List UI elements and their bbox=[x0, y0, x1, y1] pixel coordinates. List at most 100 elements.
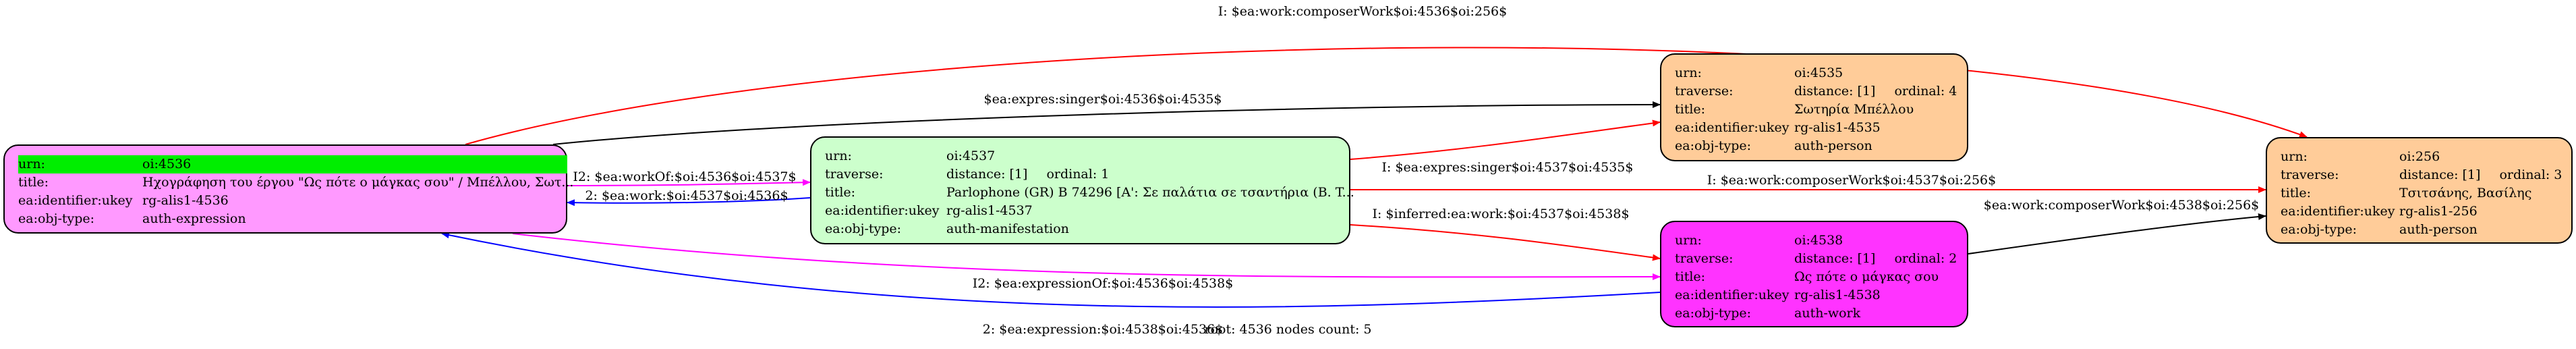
edge-label: I: $inferred:ea:work:$oi:4537$oi:4538$ bbox=[1372, 207, 1629, 221]
field-key: ea:identifier:ukey bbox=[2281, 204, 2395, 219]
edge-inferred-work-4537-4538 bbox=[1350, 224, 1661, 261]
field-value-group: distance: [1]ordinal: 3 bbox=[2399, 166, 2562, 184]
field-value: Parlophone (GR) B 74296 [A': Σε παλάτια … bbox=[946, 185, 1354, 200]
field-value: auth-manifestation bbox=[946, 221, 1069, 236]
traverse-ordinal: ordinal: 3 bbox=[2499, 167, 2563, 182]
field-key: title: bbox=[2281, 186, 2312, 200]
field-key: traverse: bbox=[1675, 251, 1734, 266]
node-oi-4537[interactable]: urn: oi:4537 traverse: distance: [1] ordi… bbox=[810, 136, 1354, 244]
edge-singer-4536-4535 bbox=[552, 101, 1661, 145]
field-title: title: Parlophone (GR) B 74296 [A': Σε π… bbox=[825, 184, 1354, 202]
field-key: urn: bbox=[2281, 149, 2308, 164]
graph-footer: root: 4536 nodes count: 5 bbox=[1204, 322, 1372, 337]
node-oi-256[interactable]: urn: oi:256 traverse: distance: [1]ordin… bbox=[2266, 137, 2573, 244]
field-key: ea:identifier:ukey bbox=[18, 193, 133, 208]
traverse-ordinal: ordinal: 4 bbox=[1894, 84, 1957, 99]
edge-label: $ea:work:composerWork$oi:4538$oi:256$ bbox=[1984, 198, 2260, 213]
field-traverse: traverse: distance: [1] ordinal: 1 bbox=[825, 165, 1337, 184]
edge-work-4537-4536 bbox=[567, 197, 811, 207]
edge-label: I: $ea:work:composerWork$oi:4536$oi:256$ bbox=[1218, 4, 1507, 19]
edge-composerwork-4536-256 bbox=[465, 47, 2308, 145]
field-value: rg-alis1-256 bbox=[2399, 204, 2478, 219]
node-oi-4538[interactable]: urn: oi:4538 traverse: distance: [1] ordi… bbox=[1660, 221, 1968, 327]
field-obj-type: ea:obj-type: auth-person bbox=[1675, 137, 1955, 155]
traverse-ordinal: ordinal: 2 bbox=[1894, 251, 1957, 266]
edge-workof-4536-4537 bbox=[567, 179, 811, 186]
field-key: ea:obj-type: bbox=[1675, 138, 1752, 153]
edge-label: $ea:expres:singer$oi:4536$oi:4535$ bbox=[983, 92, 1222, 107]
field-title: title: Ηχογράφηση του έργου "Ως πότε ο μ… bbox=[18, 173, 573, 192]
field-obj-type: ea:obj-type: auth-person bbox=[2281, 221, 2559, 239]
edge-singer-4537-4535 bbox=[1350, 119, 1661, 160]
field-value: rg-alis1-4537 bbox=[946, 203, 1033, 218]
edge-label: I2: $ea:workOf:$oi:4536$oi:4537$ bbox=[573, 169, 796, 184]
field-key: ea:identifier:ukey bbox=[825, 203, 940, 218]
node-oi-4535[interactable]: urn: oi:4535 traverse: distance: [1] ordi… bbox=[1660, 53, 1968, 161]
field-value: oi:4535 bbox=[1794, 65, 1843, 80]
field-value-group: distance: [1] ordinal: 4 bbox=[1794, 82, 1957, 101]
field-key: title: bbox=[1675, 269, 1706, 284]
traverse-distance: distance: [1] bbox=[1794, 84, 1876, 99]
field-key: ea:obj-type: bbox=[825, 221, 902, 236]
field-value: Τσιτσάνης, Βασίλης bbox=[2399, 186, 2532, 200]
field-key: traverse: bbox=[825, 167, 884, 182]
field-value: oi:4538 bbox=[1794, 233, 1843, 248]
edge-label: I: $ea:expres:singer$oi:4537$oi:4535$ bbox=[1382, 160, 1634, 175]
edge-composerwork-4538-256 bbox=[1968, 213, 2266, 254]
field-identifier: ea:identifier:ukey rg-alis1-4537 bbox=[825, 202, 1337, 220]
field-urn: urn: oi:4536 bbox=[18, 155, 567, 173]
field-title: title: Τσιτσάνης, Βασίλης bbox=[2281, 184, 2559, 203]
field-value: auth-person bbox=[1794, 138, 1872, 153]
field-value: Σωτηρία Μπέλλου bbox=[1794, 102, 1914, 117]
field-value: rg-alis1-4538 bbox=[1794, 288, 1881, 302]
field-value: Ηχογράφηση του έργου "Ως πότε ο μάγκας σ… bbox=[142, 175, 574, 190]
field-traverse: traverse: distance: [1] ordinal: 4 bbox=[1675, 82, 1957, 101]
field-urn: urn: oi:4537 bbox=[825, 147, 1337, 165]
field-key: urn: bbox=[825, 149, 852, 163]
field-value-group: distance: [1] ordinal: 1 bbox=[946, 165, 1337, 184]
field-identifier: ea:identifier:ukey rg-alis1-4535 bbox=[1675, 119, 1955, 137]
field-identifier: ea:identifier:ukey rg-alis1-4536 bbox=[18, 192, 554, 210]
field-obj-type: ea:obj-type: auth-expression bbox=[18, 210, 554, 228]
field-value: auth-work bbox=[1794, 306, 1861, 321]
field-key: ea:obj-type: bbox=[18, 211, 95, 226]
field-key: ea:identifier:ukey bbox=[1675, 120, 1790, 135]
field-value: auth-expression bbox=[142, 211, 246, 226]
field-key: title: bbox=[18, 175, 49, 190]
traverse-distance: distance: [1] bbox=[946, 167, 1028, 182]
field-key: title: bbox=[1675, 102, 1706, 117]
field-key: ea:identifier:ukey bbox=[1675, 288, 1790, 302]
field-key: urn: bbox=[1675, 233, 1702, 248]
traverse-ordinal: ordinal: 1 bbox=[1046, 167, 1110, 182]
field-value: oi:4537 bbox=[946, 149, 996, 163]
field-value: oi:256 bbox=[2399, 149, 2440, 164]
field-value-group: distance: [1] ordinal: 2 bbox=[1794, 250, 1957, 268]
edge-label: 2: $ea:expression:$oi:4538$oi:4536$ bbox=[983, 322, 1224, 337]
field-key: traverse: bbox=[2281, 167, 2339, 182]
edge-label: 2: $ea:work:$oi:4537$oi:4536$ bbox=[585, 188, 788, 203]
field-key: ea:obj-type: bbox=[1675, 306, 1752, 321]
edge-expression-4538-4536 bbox=[441, 232, 1661, 308]
field-identifier: ea:identifier:ukey rg-alis1-256 bbox=[2281, 203, 2559, 221]
edge-label: I2: $ea:expressionOf:$oi:4536$oi:4538$ bbox=[973, 276, 1234, 291]
field-urn: urn: oi:256 bbox=[2281, 148, 2559, 166]
edge-label: I: $ea:work:composerWork$oi:4537$oi:256$ bbox=[1707, 173, 1996, 188]
field-value: oi:4536 bbox=[142, 155, 567, 173]
field-value: Ως πότε ο μάγκας σου bbox=[1794, 269, 1939, 284]
field-key: traverse: bbox=[1675, 84, 1734, 99]
edge-expressionof-4536-4538 bbox=[512, 233, 1661, 281]
field-title: title: Σωτηρία Μπέλλου bbox=[1675, 101, 1955, 119]
field-obj-type: ea:obj-type: auth-work bbox=[1675, 304, 1955, 323]
traverse-distance: distance: [1] bbox=[1794, 251, 1876, 266]
node-oi-4536[interactable]: urn: oi:4536 title: Ηχογράφηση του έργου… bbox=[3, 144, 573, 234]
field-key: title: bbox=[825, 185, 856, 200]
field-urn: urn: oi:4535 bbox=[1675, 64, 1955, 82]
field-key: urn: bbox=[1675, 65, 1702, 80]
field-title: title: Ως πότε ο μάγκας σου bbox=[1675, 268, 1955, 286]
field-value: rg-alis1-4535 bbox=[1794, 120, 1881, 135]
field-key: urn: bbox=[18, 155, 142, 173]
field-obj-type: ea:obj-type: auth-manifestation bbox=[825, 220, 1337, 238]
field-traverse: traverse: distance: [1]ordinal: 3 bbox=[2281, 166, 2562, 184]
field-value: rg-alis1-4536 bbox=[142, 193, 229, 208]
